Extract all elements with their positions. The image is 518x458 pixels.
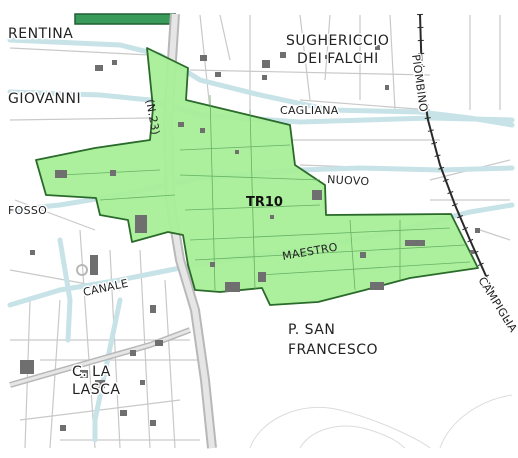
- label-nuovo: NUOVO: [327, 173, 370, 188]
- label-giovanni: GIOVANNI: [8, 91, 81, 107]
- roundabout: [76, 264, 88, 276]
- buildings: [20, 45, 480, 431]
- label-route-n23: (N.23): [143, 98, 162, 136]
- label-zone-tr10: TR10: [246, 195, 283, 210]
- label-campiglia: CAMPIGLIA: [475, 275, 518, 335]
- label-la-lasca-2: LASCA: [72, 382, 120, 398]
- label-la-lasca-1: C. LA: [72, 364, 111, 380]
- label-san-francesco-1: P. SAN: [288, 322, 335, 338]
- label-cagliana: CAGLIANA: [280, 104, 339, 117]
- label-rentina: RENTINA: [8, 26, 73, 42]
- label-fosso: FOSSO: [8, 204, 47, 217]
- zone-internal-lines: [59, 94, 471, 291]
- label-san-francesco-2: FRANCESCO: [288, 342, 378, 358]
- zone-tr10[interactable]: [35, 47, 479, 306]
- railway: [417, 13, 515, 332]
- zone-fragment-top: [74, 13, 176, 25]
- label-piombino: PIOMBINO: [409, 54, 430, 113]
- terrain-lines: [249, 394, 513, 449]
- label-sughericcio-2: DEI FALCHI: [297, 51, 379, 67]
- label-sughericcio-1: SUGHERICCIO: [286, 33, 389, 49]
